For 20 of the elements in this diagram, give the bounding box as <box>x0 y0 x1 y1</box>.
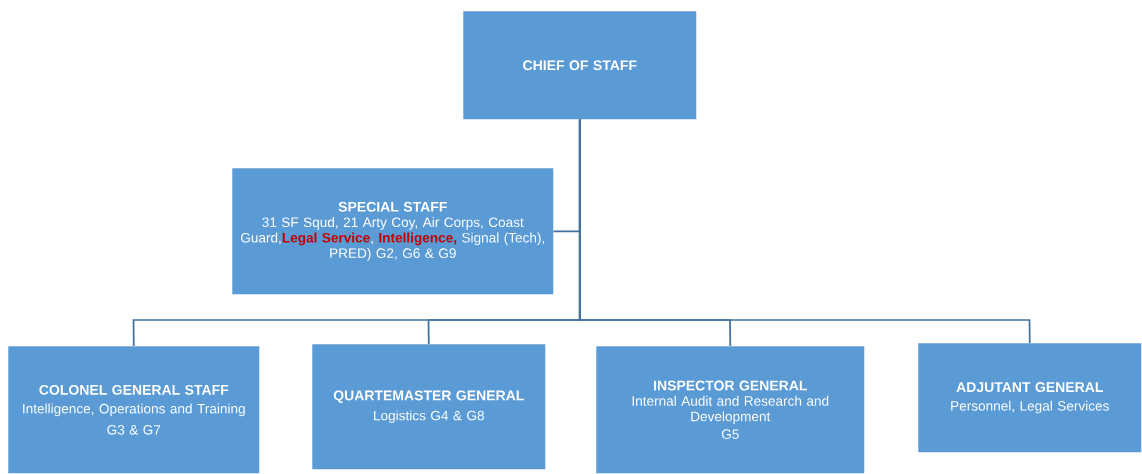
org-box <box>8 346 260 474</box>
org-box <box>232 168 554 295</box>
heading: CHIEF OF STAFF <box>523 60 637 71</box>
description: 31 SF Squd, 21 Arty Coy, Air Corps, Coast Guard,Legal Service, Intelligence, Signal (Tech), PRED) G2, G6 & G9 <box>240 217 545 261</box>
heading: ADJUTANT GENERAL <box>956 382 1103 393</box>
org-box <box>312 344 546 470</box>
description: Intelligence, Operations and Training <box>23 403 245 417</box>
heading: COLONEL GENERAL STAFF <box>39 384 229 395</box>
heading: QUARTEMASTER GENERAL <box>333 390 524 403</box>
org-box <box>463 11 697 120</box>
org-box <box>596 346 865 474</box>
connector-line <box>578 118 1031 344</box>
description: Logistics G4 & G8 <box>374 410 484 424</box>
org-box <box>918 343 1142 453</box>
description: G3 & G7 <box>107 425 161 435</box>
heading: INSPECTOR GENERAL <box>654 380 807 391</box>
description: G5 <box>721 429 739 439</box>
heading: SPECIAL STAFF <box>338 201 447 212</box>
description: Personnel, Legal Services <box>951 400 1109 414</box>
description: Internal Audit and Research and Development <box>632 395 829 424</box>
